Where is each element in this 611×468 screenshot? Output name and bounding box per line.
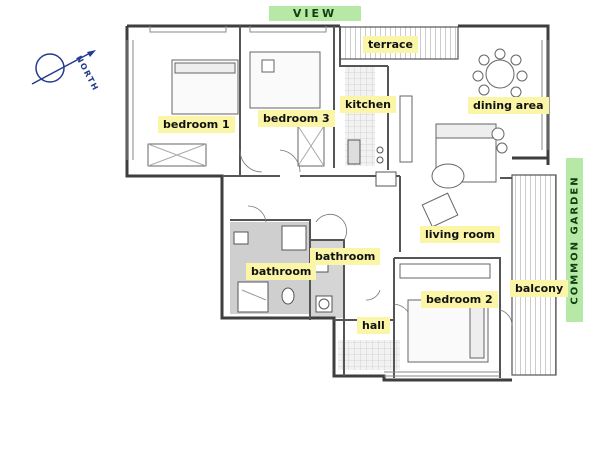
bedroom-1-bed — [147, 59, 239, 167]
room-label-kitchen: kitchen — [340, 96, 396, 113]
bedroom-3-bed — [249, 51, 325, 167]
north-compass-icon: NORTH — [31, 50, 100, 93]
inner-walls — [222, 26, 512, 378]
hall-floor — [338, 340, 400, 370]
kitchen-appliances — [347, 139, 397, 187]
room-label-bathroom-small: bathroom — [310, 248, 381, 265]
dining-table — [472, 48, 528, 98]
bedroom-2-bed — [399, 263, 491, 363]
room-label-bedroom-3: bedroom 3 — [258, 110, 335, 127]
bathroom-fixtures — [233, 225, 333, 313]
room-label-bedroom-2: bedroom 2 — [421, 291, 498, 308]
room-label-bathroom-main: bathroom — [246, 263, 317, 280]
room-label-living-room: living room — [420, 226, 501, 243]
outer-walls — [125, 24, 550, 382]
north-label: NORTH — [74, 54, 100, 93]
windows — [126, 26, 549, 377]
common-garden-label: COMMON GARDEN — [569, 175, 580, 305]
room-label-dining-area: dining area — [468, 97, 549, 114]
room-label-balcony: balcony — [510, 280, 569, 297]
balcony-area — [511, 174, 557, 376]
room-label-hall: hall — [357, 317, 390, 334]
room-label-bedroom-1: bedroom 1 — [158, 116, 235, 133]
view-banner: VIEW — [269, 6, 361, 21]
living-furniture — [399, 95, 508, 228]
common-garden-banner: COMMON GARDEN — [566, 158, 583, 322]
room-label-terrace: terrace — [363, 36, 418, 53]
